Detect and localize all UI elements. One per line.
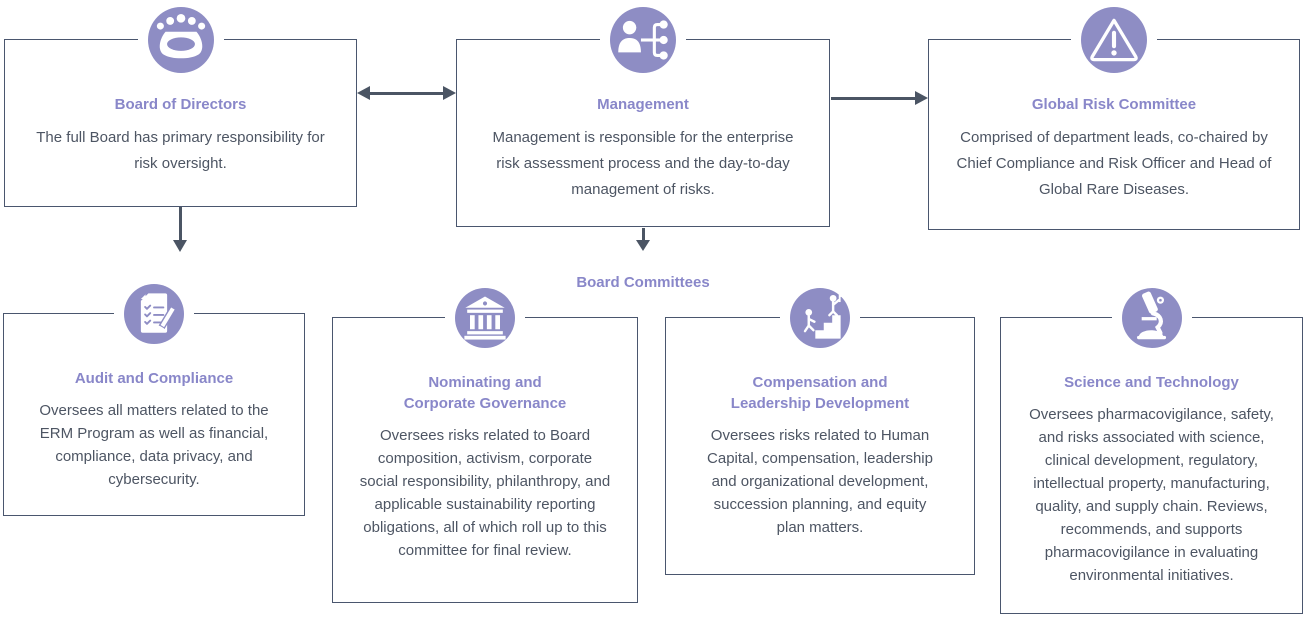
bank-building-icon bbox=[455, 288, 515, 348]
box-title: Audit and Compliance bbox=[74, 370, 234, 387]
box-nominating-corporate-governance: Nominating and Corporate Governance Over… bbox=[332, 288, 638, 603]
box-description: Oversees all matters related to the ERM … bbox=[39, 402, 269, 488]
box-title: Management bbox=[597, 96, 689, 113]
box-title: Compensation and Leadership Development bbox=[730, 374, 910, 412]
box-description: Oversees pharmacovigilance, safety, and … bbox=[1029, 406, 1274, 584]
box-title: Global Risk Committee bbox=[1031, 96, 1197, 113]
box-description: Comprised of department leads, co-chaire… bbox=[956, 129, 1272, 198]
arrow-board-down bbox=[173, 207, 188, 252]
board-meeting-icon bbox=[147, 7, 214, 73]
box-description: Management is responsible for the enterp… bbox=[492, 129, 794, 198]
box-management: Management Management is responsible for… bbox=[456, 7, 830, 227]
box-audit-and-compliance: Audit and Compliance Oversees all matter… bbox=[3, 284, 305, 516]
box-description: Oversees risks related to Human Capital,… bbox=[707, 427, 933, 536]
microscope-icon bbox=[1121, 288, 1182, 348]
box-compensation-leadership-development: Compensation and Leadership Development … bbox=[665, 288, 975, 575]
box-title: Nominating and Corporate Governance bbox=[403, 374, 567, 412]
org-chart-person-icon bbox=[610, 7, 676, 73]
career-stairs-icon bbox=[790, 288, 850, 348]
box-title: Board of Directors bbox=[114, 96, 247, 113]
box-science-and-technology: Science and Technology Oversees pharmaco… bbox=[1000, 288, 1303, 614]
board-committees-label: Board Committees bbox=[576, 274, 710, 291]
arrow-board-management-double bbox=[357, 86, 456, 100]
warning-triangle-icon bbox=[1081, 7, 1147, 73]
checklist-pencil-icon bbox=[124, 284, 184, 344]
box-title: Science and Technology bbox=[1064, 374, 1239, 391]
box-description: The full Board has primary responsibilit… bbox=[36, 129, 325, 172]
box-description: Oversees risks related to Board composit… bbox=[359, 427, 611, 559]
arrow-management-down bbox=[636, 228, 651, 252]
box-global-risk-committee: Global Risk Committee Comprised of depar… bbox=[928, 7, 1300, 230]
box-board-of-directors: Board of Directors The full Board has pr… bbox=[4, 7, 357, 207]
arrow-management-global-risk bbox=[831, 91, 928, 105]
